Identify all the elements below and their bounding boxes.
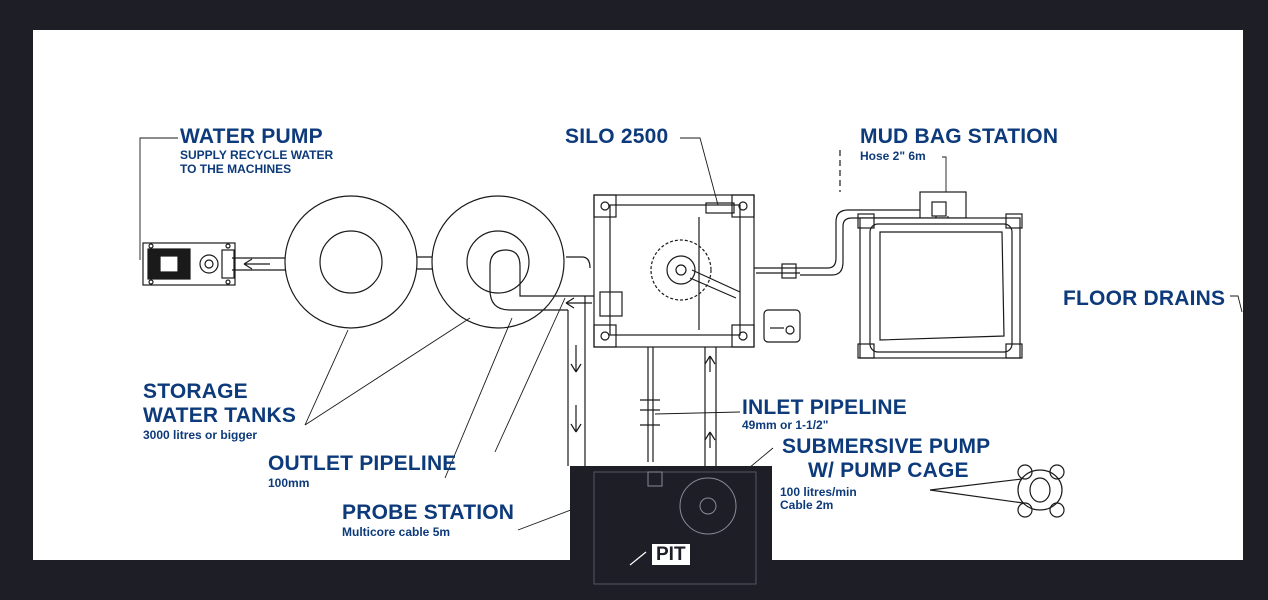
mud-bag-title: MUD BAG STATION [860, 125, 1059, 148]
mud-bag-frame [857, 213, 1023, 359]
outlet-pipe-elbow [566, 256, 591, 269]
inlet-title: INLET PIPELINE [742, 396, 907, 419]
water-pump-unit [142, 242, 236, 286]
pump-sub-1: 100 litres/min [780, 485, 857, 499]
storage-tank-1 [284, 195, 418, 329]
water-pump-title: WATER PUMP [180, 125, 323, 148]
inlet-pipe [704, 347, 717, 480]
probe-cable [647, 347, 654, 462]
water-pump-sub-2: TO THE MACHINES [180, 162, 292, 176]
outlet-pipe-horizontal [489, 249, 605, 311]
hose-connector [754, 267, 800, 274]
cable-clips [640, 399, 660, 426]
storage-title-1: STORAGE [143, 380, 248, 403]
hose-fitting [931, 201, 947, 217]
inlet-sub: 49mm or 1-1/2" [742, 418, 829, 432]
silo-title: SILO 2500 [565, 125, 669, 148]
tank-connector [417, 256, 433, 270]
control-box [763, 309, 801, 343]
mud-bag-hose [800, 209, 932, 276]
probe-title: PROBE STATION [342, 501, 515, 524]
pump-title-2: W/ PUMP CAGE [808, 459, 969, 482]
hose-fitting-box [919, 191, 967, 219]
storage-title-2: WATER TANKS [143, 404, 297, 427]
floor-drains-title: FLOOR DRAINS [1063, 287, 1226, 310]
pump-sub-2: Cable 2m [780, 498, 834, 512]
supply-pipe [232, 257, 295, 271]
storage-sub: 3000 litres or bigger [143, 428, 258, 442]
flow-arrow [243, 258, 270, 270]
flow-arrow [565, 297, 592, 309]
flow-arrow [570, 405, 582, 433]
pit [570, 466, 772, 600]
pump-title-1: SUBMERSIVE PUMP [782, 435, 991, 458]
outlet-title: OUTLET PIPELINE [268, 452, 457, 475]
flow-arrow [570, 345, 582, 373]
silo-2500 [593, 194, 755, 348]
probe-sub: Multicore cable 5m [342, 525, 451, 539]
storage-tank-2 [431, 195, 565, 329]
operator-figure [929, 464, 1065, 518]
flow-arrow [704, 355, 716, 372]
outlet-sub: 100mm [268, 476, 310, 490]
pit-label: PIT [652, 544, 690, 565]
flow-arrow [704, 431, 716, 448]
outlet-pipe-vertical [567, 296, 586, 466]
water-pump-sub-1: SUPPLY RECYCLE WATER [180, 148, 334, 162]
hose-coupling [781, 263, 797, 279]
mud-bag-sub: Hose 2" 6m [860, 149, 926, 163]
